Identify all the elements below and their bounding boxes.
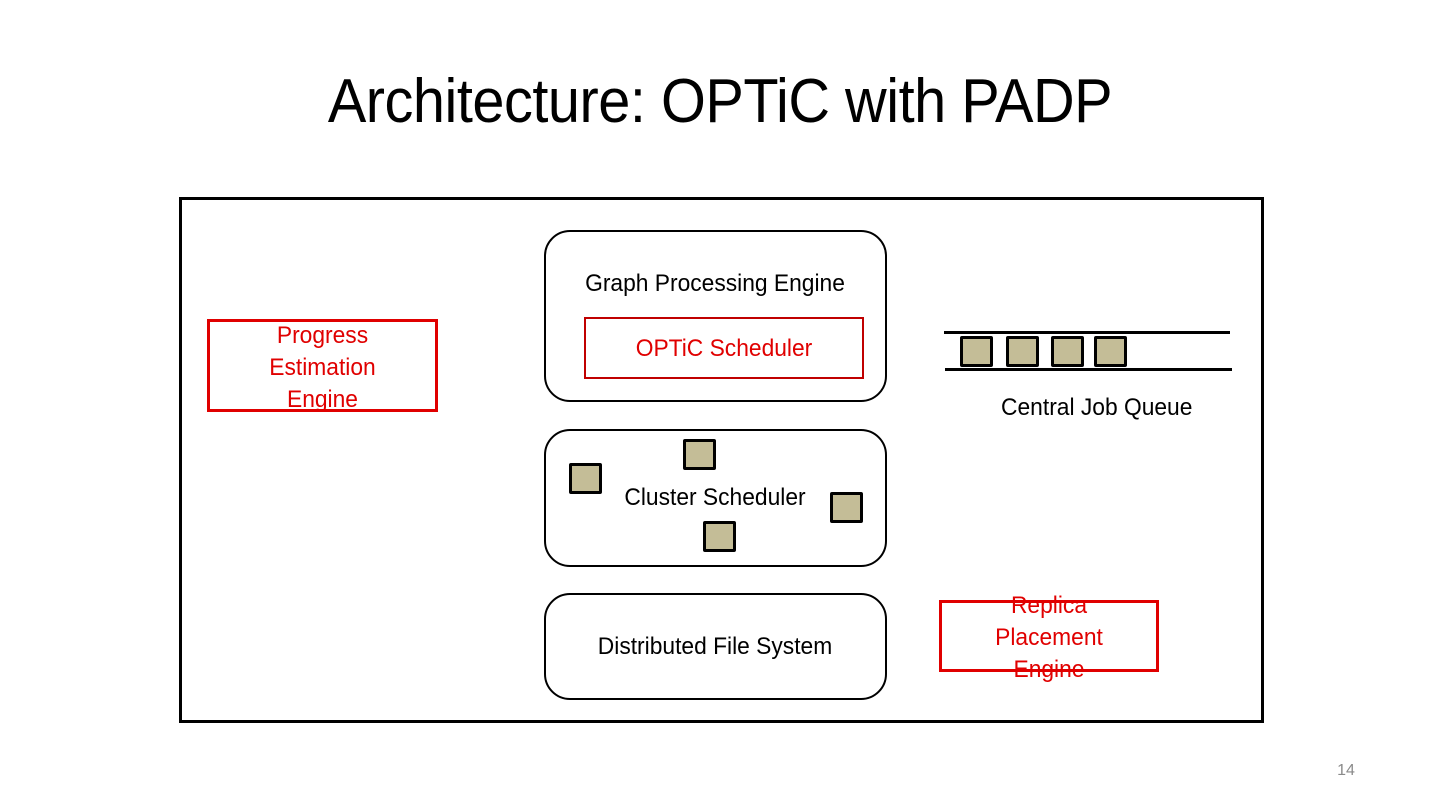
replica-placement-engine-box bbox=[939, 600, 1159, 672]
replica-line-2: Placement bbox=[995, 624, 1103, 651]
progress-line-3: Engine bbox=[286, 386, 358, 413]
replica-line-3: Engine bbox=[1013, 656, 1085, 683]
cluster-job bbox=[569, 463, 602, 494]
queue-bottom-line bbox=[945, 368, 1232, 371]
queued-job bbox=[1006, 336, 1039, 367]
cluster-job bbox=[703, 521, 736, 552]
page-number: 14 bbox=[1337, 762, 1355, 779]
queued-job bbox=[960, 336, 993, 367]
distributed-file-system-label: Distributed File System bbox=[597, 633, 833, 660]
distributed-file-system-box bbox=[544, 593, 887, 700]
optic-scheduler-box bbox=[584, 317, 864, 379]
progress-line-2: Estimation bbox=[269, 354, 376, 381]
architecture-frame bbox=[179, 197, 1264, 723]
replica-line-1: Replica bbox=[1010, 592, 1088, 619]
graph-processing-engine-label: Graph Processing Engine bbox=[585, 270, 845, 297]
progress-estimation-engine-label: Progress Estimation Engine bbox=[213, 320, 432, 416]
queued-job bbox=[1051, 336, 1084, 367]
cluster-job bbox=[830, 492, 863, 523]
cluster-scheduler-label: Cluster Scheduler bbox=[624, 484, 806, 511]
progress-line-1: Progress bbox=[276, 322, 369, 349]
cluster-job bbox=[683, 439, 716, 470]
central-job-queue-label: Central Job Queue bbox=[1001, 394, 1193, 421]
queued-job bbox=[1094, 336, 1127, 367]
optic-scheduler-label: OPTiC Scheduler bbox=[635, 335, 813, 362]
progress-estimation-engine-box bbox=[207, 319, 438, 412]
graph-processing-engine-box bbox=[544, 230, 887, 402]
slide-title: Architecture: OPTiC with PADP bbox=[327, 67, 1113, 136]
queue-top-line bbox=[944, 331, 1230, 334]
replica-placement-engine-label: Replica Placement Engine bbox=[945, 590, 1154, 686]
